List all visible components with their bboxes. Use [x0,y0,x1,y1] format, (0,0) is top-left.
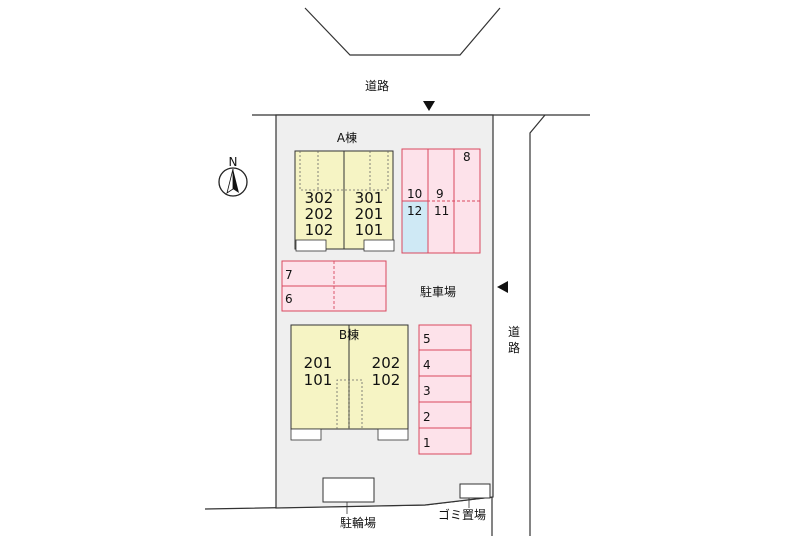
parking-slot-1: 1 [423,436,431,450]
building-a: A棟 302 202 102 301 201 101 [294,130,395,252]
parking-block-top: 10 9 8 12 11 [401,148,481,254]
parking-slot-4: 4 [423,358,431,372]
road-right-label-1: 道 [508,325,520,339]
parking-slot-8: 8 [463,150,471,164]
garbage-area [459,483,491,499]
parking-slot-7: 7 [285,268,293,282]
unit-a-101: 101 [355,221,384,239]
unit-a-102: 102 [305,221,334,239]
unit-a-301: 301 [355,189,384,207]
unit-b-102: 102 [372,371,401,389]
parking-slot-5: 5 [423,332,431,346]
unit-a-302: 302 [305,189,334,207]
north-compass-icon: N [218,155,248,197]
bike-parking [322,477,375,503]
parking-slot-11: 11 [434,204,449,218]
garbage-area-label: ゴミ置場 [438,507,486,522]
bike-parking-label: 駐輪場 [340,515,376,530]
parking-slot-12: 12 [407,204,422,218]
road-top-label: 道路 [365,78,389,93]
parking-label: 駐車場 [420,284,456,299]
road-right-label-2: 路 [508,340,520,355]
unit-a-202: 202 [305,205,334,223]
parking-slot-3: 3 [423,384,431,398]
unit-b-202: 202 [372,354,401,372]
building-b-label: B棟 [339,327,359,342]
parking-block-middle: 7 6 [281,260,387,312]
parking-slot-2: 2 [423,410,431,424]
building-b: B棟 201 101 202 102 [290,324,409,441]
road-line-right [529,114,546,536]
entrance-arrow-right-icon [497,281,508,293]
parking-block-right: 5 4 3 2 1 [418,324,472,455]
road-top-outline [304,7,501,56]
unit-b-201: 201 [304,354,333,372]
parking-slot-9: 9 [436,187,444,201]
unit-b-101: 101 [304,371,333,389]
unit-a-201: 201 [355,205,384,223]
parking-slot-6: 6 [285,292,293,306]
building-a-label: A棟 [337,130,357,145]
entrance-arrow-top-icon [423,101,435,111]
parking-slot-10: 10 [407,187,422,201]
north-label: N [229,155,238,169]
